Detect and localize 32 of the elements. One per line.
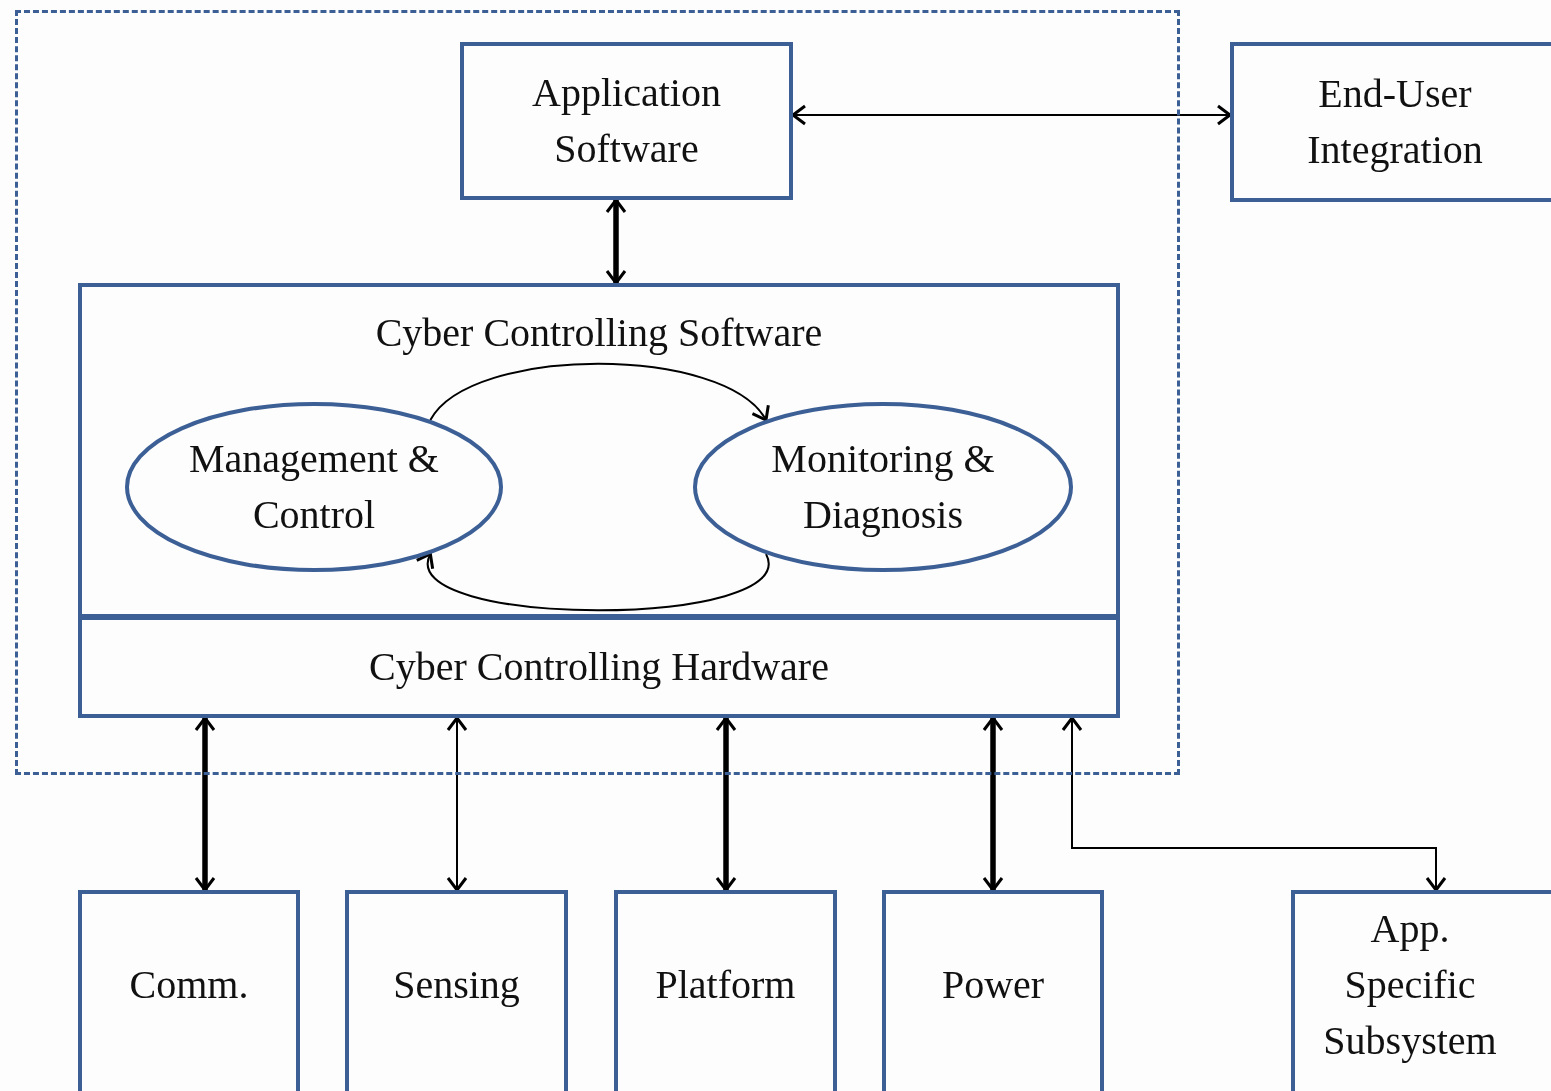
double-arrow (791, 104, 1232, 126)
ellipse-node (693, 402, 1073, 572)
process-box (345, 890, 568, 1091)
process-box (882, 890, 1104, 1091)
dashed-boundary (15, 10, 1180, 775)
process-box (78, 283, 1120, 618)
box-label: Cyber Controlling Hardware (369, 643, 829, 691)
box-label: Application Software (531, 69, 722, 173)
double-arrow (194, 716, 216, 892)
box-label: Management & Control (188, 435, 440, 539)
box-label: Comm. (129, 961, 249, 1009)
process-box (460, 42, 793, 200)
box-label: Monitoring & Diagnosis (770, 435, 996, 539)
process-box (78, 890, 300, 1091)
process-box (614, 890, 837, 1091)
process-box (1291, 890, 1551, 1091)
double-arrow (982, 716, 1004, 892)
box-label: App. Specific Subsystem (1323, 905, 1497, 1065)
process-box (1230, 42, 1551, 202)
box-label: Sensing (393, 961, 520, 1009)
double-arrow (715, 716, 737, 892)
double-arrow (419, 552, 769, 612)
box-heading: Cyber Controlling Software (375, 309, 823, 357)
box-label: End-User Integration (1306, 70, 1484, 174)
double-arrow (429, 362, 768, 422)
box-label: Power (941, 961, 1045, 1009)
box-label: Platform (655, 961, 796, 1009)
ellipse-node (125, 402, 503, 572)
double-arrow (446, 716, 468, 892)
double-arrow (605, 198, 627, 285)
process-box (78, 616, 1120, 718)
double-arrow (1061, 716, 1447, 892)
